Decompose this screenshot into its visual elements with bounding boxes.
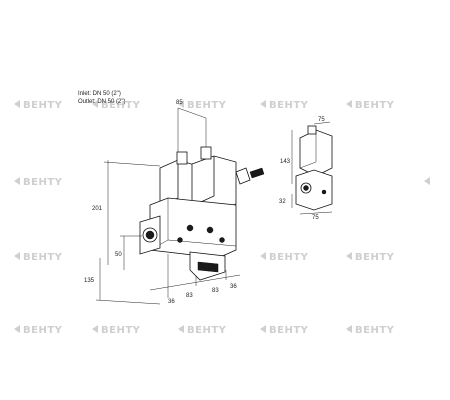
behty-logo-icon bbox=[14, 177, 20, 185]
connection-specs: Inlet: DN 50 (2") Outlet: DN 50 (2") bbox=[78, 91, 125, 105]
cable-plug bbox=[249, 167, 265, 179]
watermark-text: BEHTY bbox=[187, 100, 227, 111]
watermark-row-3: BEHTY BEHTY BEHTY bbox=[14, 252, 395, 263]
behty-logo-icon bbox=[260, 100, 266, 108]
watermark-text: BEHTY bbox=[355, 252, 395, 263]
inlet-spec: Inlet: DN 50 (2") bbox=[78, 91, 121, 97]
behty-logo-icon bbox=[346, 252, 352, 260]
watermark-row-4: BEHTY BEHTY BEHTY BEHTY BEHTY bbox=[14, 325, 395, 336]
dim-143: 143 bbox=[280, 159, 291, 165]
coil-cap-left bbox=[176, 151, 188, 165]
behty-logo-icon bbox=[178, 325, 184, 333]
watermark-text: BEHTY bbox=[355, 100, 395, 111]
outlet-spec: Outlet: DN 50 (2") bbox=[78, 99, 125, 105]
coil-cap-right bbox=[200, 146, 212, 160]
dim-83-a: 83 bbox=[186, 293, 193, 299]
main-dimensions: 85 201 50 135 36 83 83 36 bbox=[84, 100, 241, 305]
watermark-text: BEHTY bbox=[23, 177, 63, 188]
side-view-assembly bbox=[295, 125, 333, 211]
main-valve-assembly bbox=[139, 146, 265, 281]
behty-logo-icon bbox=[260, 325, 266, 333]
behty-logo-icon bbox=[346, 325, 352, 333]
watermark-row-2: BEHTY bbox=[14, 177, 430, 188]
behty-logo-icon bbox=[424, 177, 430, 185]
dim-75-top: 75 bbox=[318, 117, 325, 123]
watermark-text: BEHTY bbox=[355, 325, 395, 336]
behty-logo-icon bbox=[14, 325, 20, 333]
dim-201: 201 bbox=[92, 206, 103, 212]
behty-logo-icon bbox=[260, 252, 266, 260]
watermark-text: BEHTY bbox=[269, 325, 309, 336]
dim-36-left: 36 bbox=[168, 299, 175, 305]
behty-logo-icon bbox=[14, 252, 20, 260]
dim-135: 135 bbox=[84, 278, 95, 284]
watermark-text: BEHTY bbox=[101, 325, 141, 336]
dim-85: 85 bbox=[176, 100, 183, 106]
behty-logo-icon bbox=[14, 100, 20, 108]
cable-connector bbox=[235, 167, 251, 185]
dim-36-right: 36 bbox=[230, 284, 237, 290]
watermark-text: BEHTY bbox=[23, 100, 63, 111]
behty-logo-icon bbox=[92, 325, 98, 333]
watermark-text: BEHTY bbox=[269, 100, 309, 111]
behty-logo-icon bbox=[178, 100, 184, 108]
dim-50: 50 bbox=[115, 252, 122, 258]
behty-logo-icon bbox=[346, 100, 352, 108]
dim-75-bottom: 75 bbox=[312, 215, 319, 221]
watermark-text: BEHTY bbox=[23, 325, 63, 336]
behty-logo-icon bbox=[92, 100, 98, 108]
watermark-text: BEHTY bbox=[23, 252, 63, 263]
watermark-row-1: BEHTY BEHTY BEHTY BEHTY BEHTY bbox=[14, 100, 395, 111]
dim-83-b: 83 bbox=[212, 288, 219, 294]
dim-32: 32 bbox=[279, 199, 286, 205]
side-body bbox=[295, 169, 333, 211]
watermark-text: BEHTY bbox=[269, 252, 309, 263]
watermark-text: BEHTY bbox=[101, 100, 141, 111]
watermark-text: BEHTY bbox=[187, 325, 227, 336]
side-dimensions: 75 143 32 75 bbox=[279, 117, 333, 221]
watermark-layer: BEHTY BEHTY BEHTY BEHTY BEHTY BEHTY BEHT… bbox=[14, 100, 430, 336]
